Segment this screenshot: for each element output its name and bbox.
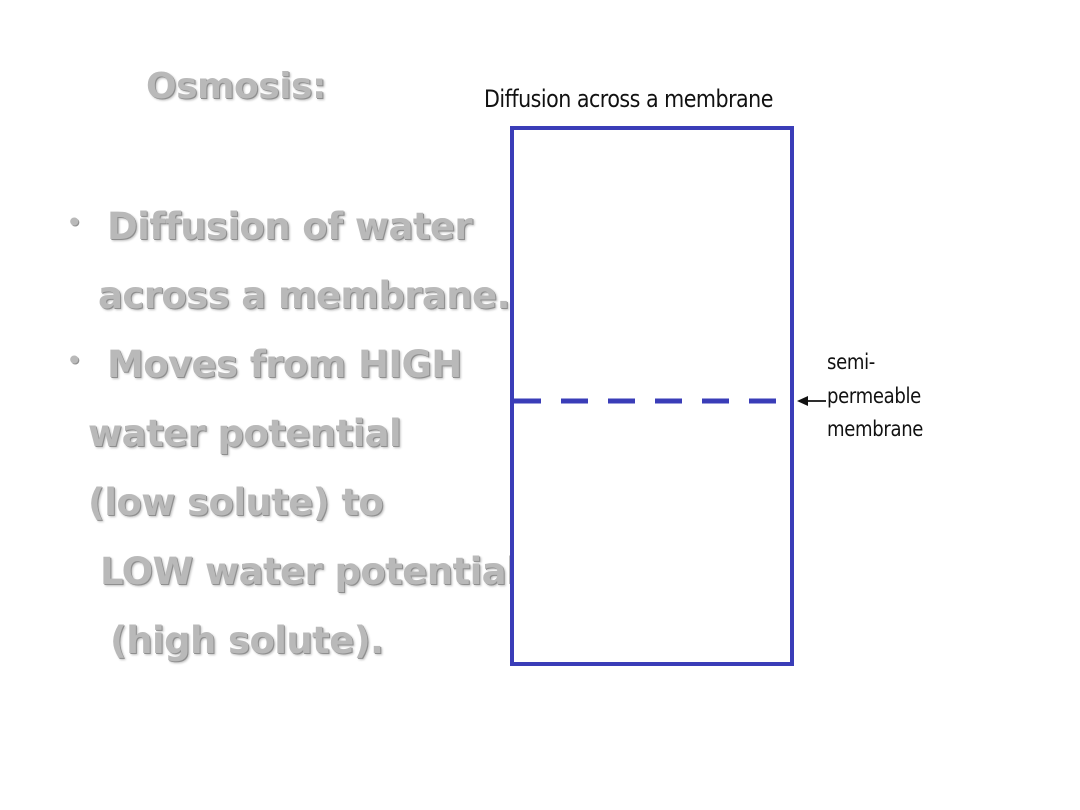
slide-title: Osmosis: <box>146 66 326 107</box>
membrane-label-line-2: permeable <box>827 384 921 408</box>
container-outline <box>510 126 794 666</box>
bullet-2-line-3: (low solute) to <box>88 481 384 524</box>
arrow-head-icon <box>797 396 808 406</box>
bullet-1-line-2: across a membrane. <box>98 274 511 317</box>
bullet-2-line-2: water potential <box>88 412 402 455</box>
bullet-2-line-1: Moves from HIGH <box>107 343 462 386</box>
bullet-2-line-4: LOW water potential <box>100 550 519 593</box>
membrane-label-line-1: semi- <box>827 350 875 374</box>
bullet-marker-2: • <box>66 344 83 377</box>
bullet-marker-1: • <box>66 206 83 239</box>
membrane-label-line-3: membrane <box>827 417 924 441</box>
diagram-title: Diffusion across a membrane <box>484 85 773 113</box>
bullet-1-line-1: Diffusion of water <box>107 205 473 248</box>
bullet-2-line-5: (high solute). <box>110 619 384 662</box>
